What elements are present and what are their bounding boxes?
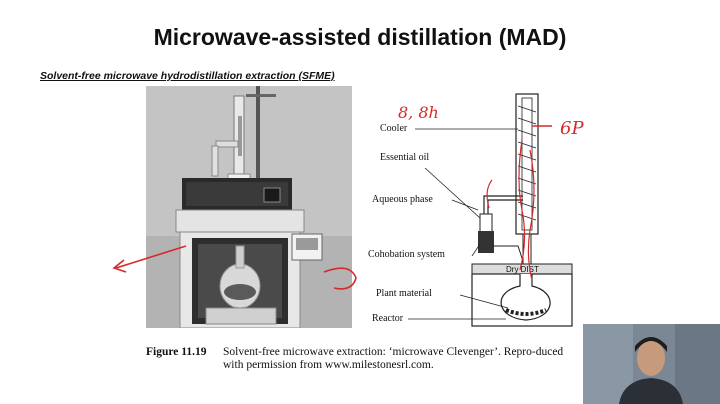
- handwritten-arrowhead-left: [112, 259, 127, 273]
- label-cohobation-system: Cohobation system: [368, 249, 445, 260]
- label-plant-material: Plant material: [376, 288, 432, 299]
- slide-subtitle: Solvent-free microwave hydrodistillation…: [40, 70, 335, 82]
- apparatus-photo: [146, 86, 352, 328]
- figure-caption: Solvent-free microwave extraction: ‘micr…: [223, 346, 564, 371]
- label-cooler: Cooler: [380, 123, 408, 134]
- slide-title: Microwave-assisted distillation (MAD): [153, 24, 567, 50]
- label-aqueous-phase: Aqueous phase: [372, 194, 433, 205]
- presenter-webcam: [583, 324, 720, 404]
- apparatus-schematic: Cooler Essential oil Aqueous phase Cohob…: [360, 86, 585, 332]
- presenter-drawing: [583, 324, 720, 404]
- label-dry-dist: Dry DIST: [506, 265, 539, 274]
- apparatus-photo-drawing: [146, 86, 352, 328]
- label-reactor: Reactor: [372, 313, 404, 324]
- figure-number: Figure 11.19: [146, 346, 207, 358]
- label-essential-oil: Essential oil: [380, 152, 430, 163]
